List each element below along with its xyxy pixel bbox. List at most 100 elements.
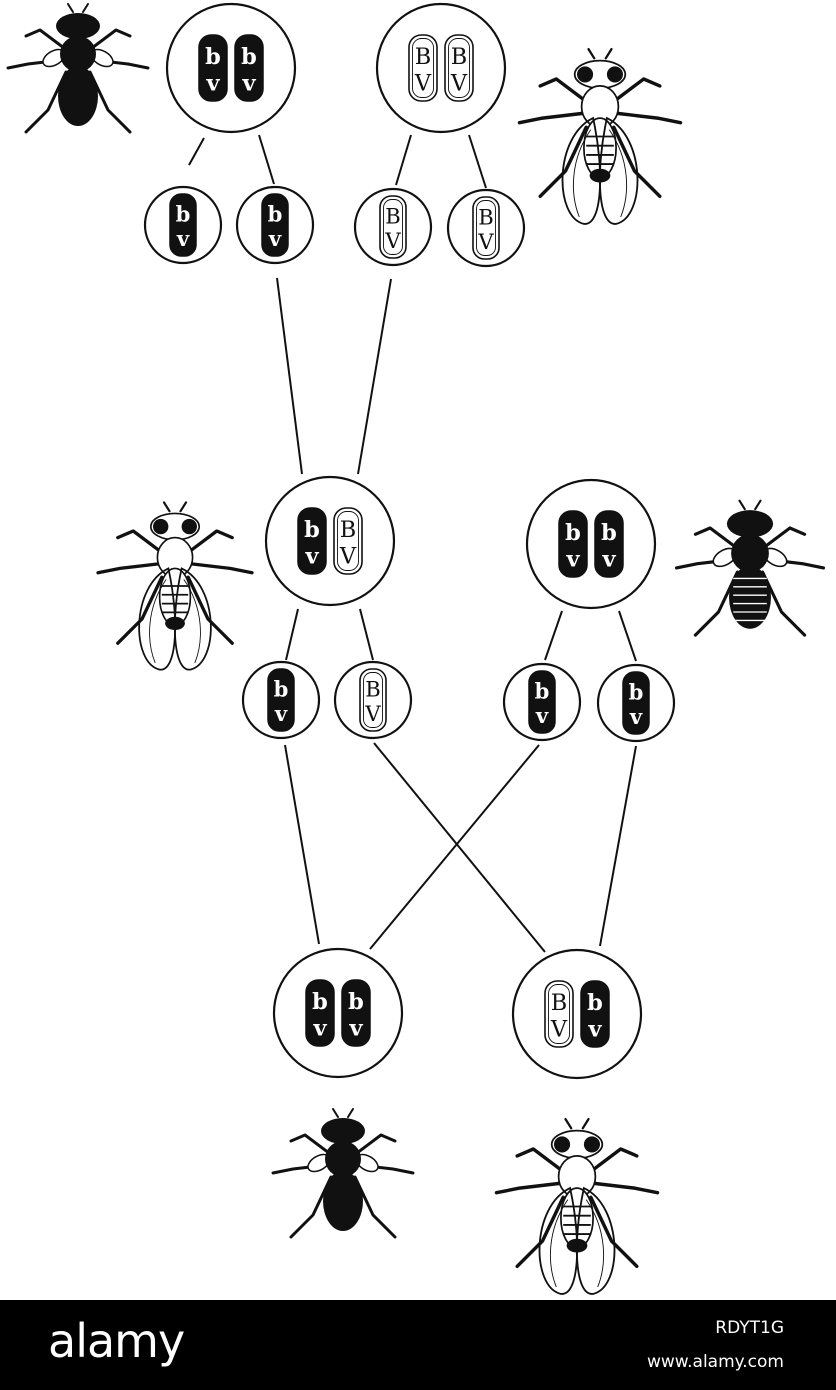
gene-letter: B <box>415 44 432 70</box>
gene-letter: V <box>450 70 468 96</box>
grey-longwing-fly <box>96 501 254 671</box>
gene-letter: b <box>629 679 644 704</box>
black-chromosome: bv <box>594 510 624 578</box>
connector-line <box>276 277 303 475</box>
image-url-label: www.alamy.com <box>646 1352 784 1372</box>
connector-line <box>285 608 299 661</box>
gene-letter: b <box>176 201 191 226</box>
black-chromosome: bv <box>261 193 289 257</box>
black-chromosome: bv <box>198 34 228 102</box>
gene-letter: v <box>176 226 190 251</box>
gamete-cell-g5: bv <box>241 660 321 740</box>
gamete-cell-g1: bv <box>143 185 223 265</box>
gene-letter: b <box>565 520 581 546</box>
gene-letter: v <box>587 1016 602 1042</box>
connector-line <box>468 134 487 189</box>
white-chromosome: BV <box>333 507 363 575</box>
gene-letter: V <box>364 701 381 726</box>
connector-line <box>618 610 637 662</box>
connector-line <box>188 137 205 166</box>
gene-letter: v <box>601 546 616 572</box>
black-chromosome: bv <box>297 507 327 575</box>
connector-line <box>369 744 540 950</box>
black-chromosome: bv <box>341 979 371 1047</box>
white-chromosome: BV <box>408 34 438 102</box>
white-chromosome: BV <box>472 196 500 260</box>
black-chromosome: bv <box>267 668 295 732</box>
gene-letter: B <box>451 44 468 70</box>
fly-illustrations <box>6 3 826 1295</box>
gamete-cell-g8: bv <box>596 663 676 743</box>
gene-letter: b <box>348 989 364 1015</box>
gamete-cell-g6: BV <box>333 660 413 740</box>
gamete-cell-g2: bv <box>235 185 315 265</box>
brand-logo: alamy <box>48 1314 185 1368</box>
gene-letter: b <box>205 44 221 70</box>
connector-line <box>258 134 275 185</box>
black-chromosome: bv <box>558 510 588 578</box>
gene-letter: V <box>339 543 357 569</box>
gene-letter: b <box>587 990 603 1016</box>
connector-lines <box>188 134 637 953</box>
black-chromosome: bv <box>528 670 556 734</box>
connector-line <box>373 742 546 953</box>
black-chromosome: bv <box>305 979 335 1047</box>
connector-line <box>599 745 637 947</box>
gene-letter: v <box>565 546 580 572</box>
white-chromosome: BV <box>359 668 387 732</box>
gene-letter: B <box>385 203 401 228</box>
grey-longwing-fly <box>517 47 683 225</box>
gene-letter: B <box>365 676 381 701</box>
gene-letter: b <box>304 517 320 543</box>
gene-letter: B <box>340 517 357 543</box>
image-id-label: RDYT1G <box>715 1318 784 1338</box>
watermark-footer: alamy RDYT1G www.alamy.com <box>0 1300 836 1390</box>
gene-letter: V <box>477 229 494 254</box>
black-vestigial-fly <box>674 499 826 637</box>
black-chromosome: bv <box>234 34 264 102</box>
black-chromosome: bv <box>580 980 610 1048</box>
gene-letter: v <box>304 543 319 569</box>
connector-line <box>359 608 374 661</box>
grey-longwing-fly <box>494 1117 660 1295</box>
gene-letter: b <box>535 678 550 703</box>
gene-letter: v <box>241 70 256 96</box>
gamete-cell-g7: bv <box>502 662 582 742</box>
gamete-cell-g4: BV <box>446 188 526 268</box>
black-vestigial-fly <box>6 3 150 134</box>
gene-letter: b <box>601 520 617 546</box>
white-chromosome: BV <box>444 34 474 102</box>
connector-line <box>284 744 320 945</box>
gene-letter: v <box>348 1015 363 1041</box>
gene-letter: B <box>478 204 494 229</box>
white-chromosome: BV <box>379 195 407 259</box>
gamete-cell-g3: BV <box>353 187 433 267</box>
gene-letter: V <box>384 228 401 253</box>
gene-letter: B <box>551 990 568 1016</box>
gene-letter: v <box>205 70 220 96</box>
connector-line <box>544 610 563 661</box>
gene-letter: b <box>241 44 257 70</box>
gene-letter: v <box>312 1015 327 1041</box>
black-chromosome: bv <box>169 193 197 257</box>
gene-letter: v <box>535 703 549 728</box>
gene-letter: b <box>268 201 283 226</box>
gene-letter: v <box>268 226 282 251</box>
gene-letter: v <box>274 701 288 726</box>
connector-line <box>395 134 412 186</box>
gene-letter: v <box>629 704 643 729</box>
white-chromosome: BV <box>544 980 574 1048</box>
black-chromosome: bv <box>622 671 650 735</box>
gene-letter: b <box>274 676 289 701</box>
black-vestigial-fly <box>271 1108 415 1239</box>
connector-line <box>357 278 392 475</box>
